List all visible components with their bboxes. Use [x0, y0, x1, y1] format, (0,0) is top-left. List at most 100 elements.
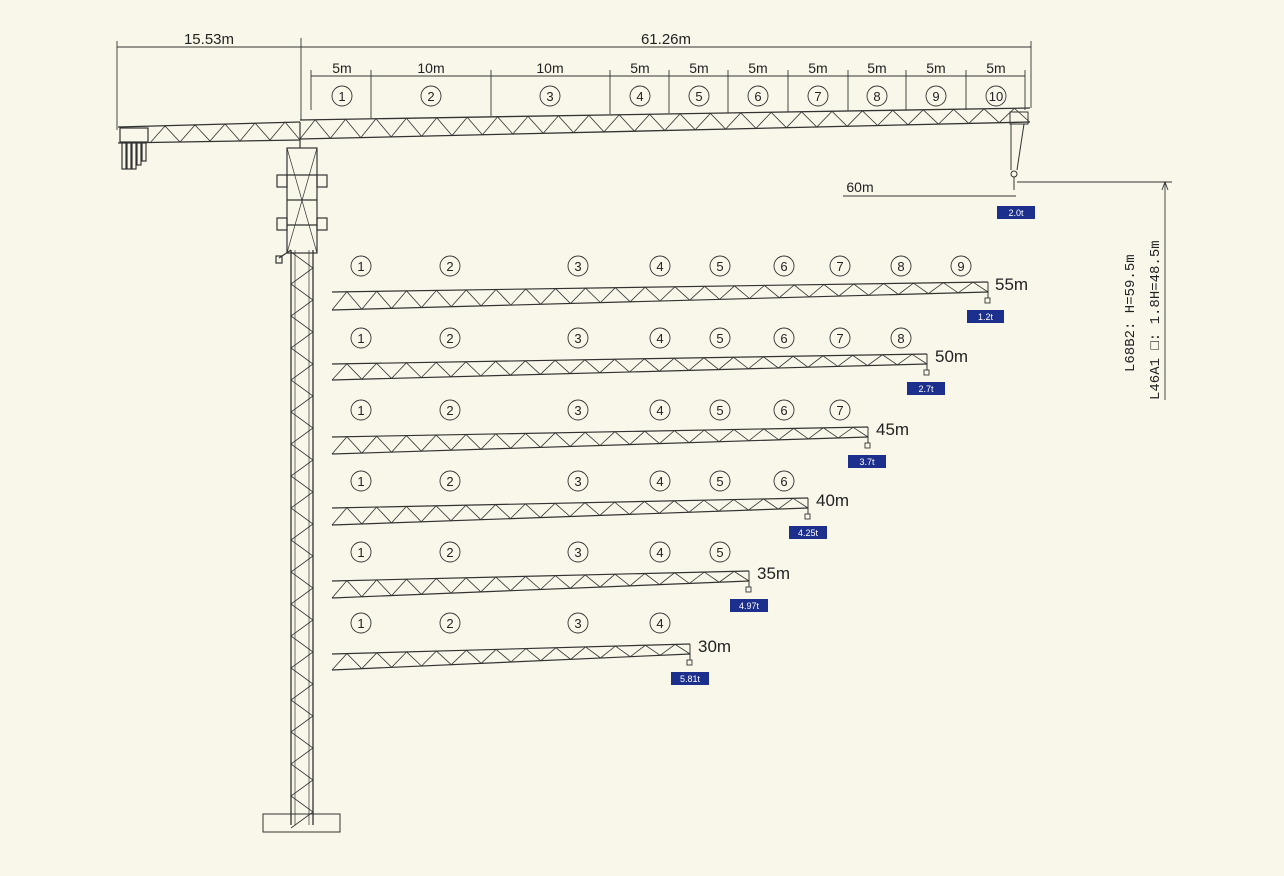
- svg-text:8: 8: [897, 331, 904, 346]
- section-number: 1: [350, 399, 372, 421]
- svg-text:1: 1: [357, 616, 364, 631]
- section-number: 7: [807, 85, 829, 107]
- svg-text:7: 7: [836, 259, 843, 274]
- dimension-lines: [116, 38, 1172, 400]
- section-number: 1: [350, 470, 372, 492]
- section-number: 5: [709, 541, 731, 563]
- section-number: 3: [539, 85, 561, 107]
- svg-text:2: 2: [446, 331, 453, 346]
- svg-text:1: 1: [338, 89, 345, 104]
- section-number: 5: [709, 327, 731, 349]
- section-number: 1: [350, 327, 372, 349]
- section-number: 8: [890, 327, 912, 349]
- svg-text:2.7t: 2.7t: [918, 384, 934, 394]
- section-number: 4: [649, 470, 671, 492]
- svg-text:4: 4: [656, 259, 663, 274]
- section-number: 5: [709, 255, 731, 277]
- top-jib-segment-length: 5m: [926, 60, 945, 76]
- top-jib-segment-length: 5m: [986, 60, 1005, 76]
- jib-length-label: 35m: [757, 564, 790, 583]
- jib-length-label: 45m: [876, 420, 909, 439]
- jib-length-label: 40m: [816, 491, 849, 510]
- svg-text:2.0t: 2.0t: [1008, 208, 1024, 218]
- tower-foundation: [262, 813, 341, 833]
- section-number: 2: [439, 327, 461, 349]
- top-jib-segment-length: 10m: [417, 60, 444, 76]
- jib-length-label: 50m: [935, 347, 968, 366]
- capacity-badge: 2.7t: [907, 382, 945, 395]
- capacity-badge: 3.7t: [848, 455, 886, 468]
- svg-text:6: 6: [780, 474, 787, 489]
- svg-text:9: 9: [932, 89, 939, 104]
- section-number: 9: [950, 255, 972, 277]
- vertical-label-secondary: L46A1 □: 1.8H=48.5m: [1148, 240, 1164, 400]
- section-number: 4: [649, 541, 671, 563]
- section-number: 1: [350, 541, 372, 563]
- section-number: 3: [567, 255, 589, 277]
- svg-text:2: 2: [446, 474, 453, 489]
- svg-text:4.25t: 4.25t: [798, 528, 819, 538]
- section-number: 6: [773, 470, 795, 492]
- svg-text:4: 4: [656, 331, 663, 346]
- jib-length-label: 55m: [995, 275, 1028, 294]
- tower-mast: [290, 250, 314, 829]
- svg-text:6: 6: [780, 331, 787, 346]
- svg-text:3: 3: [574, 616, 581, 631]
- top-jib-segment-length: 5m: [689, 60, 708, 76]
- top-jib-capacity-badge: 2.0t: [997, 206, 1035, 219]
- jib-truss: [331, 281, 991, 311]
- vertical-label-primary: L68B2: H=59.5m: [1123, 254, 1139, 372]
- jib-truss: [331, 570, 752, 599]
- section-number: 4: [649, 399, 671, 421]
- svg-text:1: 1: [357, 545, 364, 560]
- svg-text:5: 5: [695, 89, 702, 104]
- svg-text:1: 1: [357, 403, 364, 418]
- capacity-badge: 5.81t: [671, 672, 709, 685]
- svg-text:1: 1: [357, 474, 364, 489]
- svg-text:4.97t: 4.97t: [739, 601, 760, 611]
- capacity-badge: 1.2t: [967, 310, 1004, 323]
- svg-text:5: 5: [716, 474, 723, 489]
- top-jib-segment-length: 5m: [332, 60, 351, 76]
- svg-text:7: 7: [836, 403, 843, 418]
- jib-dimension: 61.26m: [641, 31, 691, 48]
- section-number: 8: [866, 85, 888, 107]
- svg-text:5: 5: [716, 259, 723, 274]
- slewing-unit: [275, 122, 328, 264]
- svg-text:7: 7: [836, 331, 843, 346]
- svg-text:3.7t: 3.7t: [859, 457, 875, 467]
- section-number: 7: [829, 255, 851, 277]
- svg-text:8: 8: [873, 89, 880, 104]
- top-jib-segment-length: 10m: [536, 60, 563, 76]
- counter-jib: [117, 121, 301, 170]
- section-number: 6: [773, 327, 795, 349]
- section-number: 1: [331, 85, 353, 107]
- section-number: 5: [709, 399, 731, 421]
- jib-truss: [331, 643, 693, 671]
- top-jib-segment-length: 5m: [808, 60, 827, 76]
- section-number: 1: [350, 255, 372, 277]
- svg-text:2: 2: [427, 89, 434, 104]
- svg-text:6: 6: [780, 259, 787, 274]
- section-number: 6: [747, 85, 769, 107]
- svg-text:10: 10: [989, 89, 1003, 104]
- svg-text:1: 1: [357, 331, 364, 346]
- svg-text:8: 8: [897, 259, 904, 274]
- svg-text:3: 3: [574, 545, 581, 560]
- section-number: 10: [985, 85, 1007, 107]
- svg-text:3: 3: [574, 403, 581, 418]
- top-jib-segment-length: 5m: [748, 60, 767, 76]
- svg-text:4: 4: [656, 616, 663, 631]
- svg-text:2: 2: [446, 403, 453, 418]
- jib-length-label: 30m: [698, 637, 731, 656]
- section-number: 2: [420, 85, 442, 107]
- section-number: 7: [829, 327, 851, 349]
- svg-text:1: 1: [357, 259, 364, 274]
- section-number: 9: [925, 85, 947, 107]
- section-number: 2: [439, 255, 461, 277]
